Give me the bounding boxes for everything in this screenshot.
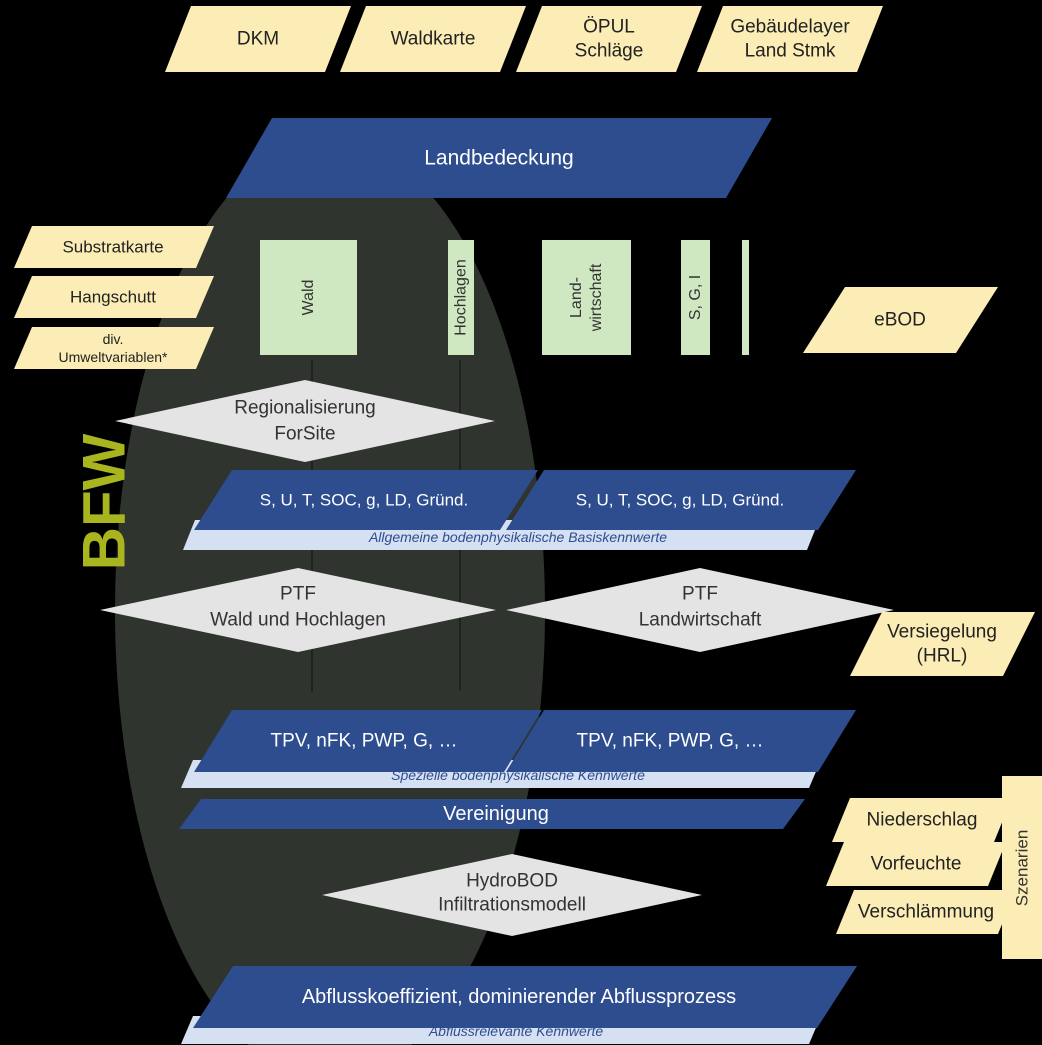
- speziell-left-box: [194, 710, 542, 772]
- input-ebod-label: eBOD: [874, 310, 926, 331]
- bfw-logo: BFW: [71, 433, 138, 570]
- input-top-1-label-line-1: DKM: [237, 29, 279, 50]
- regionalisierung-label-line-2: ForSite: [274, 424, 335, 445]
- input-top-4: [697, 6, 883, 72]
- input-scenario-2: [826, 842, 1006, 886]
- basis-right-label: S, U, T, SOC, g, LD, Gründ.: [576, 491, 784, 510]
- regionalisierung-label-line-1: Regionalisierung: [234, 398, 376, 419]
- vereinigung-box: [179, 799, 805, 829]
- input-top-4-label-line-2: Land Stmk: [745, 41, 836, 62]
- landclass-4-label-1: S, G, I: [687, 275, 704, 320]
- basis-left-box: [194, 470, 538, 530]
- input-scenario-3: [836, 890, 1016, 934]
- speziell-right-label: TPV, nFK, PWP, G, …: [577, 731, 764, 752]
- landclass-4: [681, 240, 710, 355]
- input-left-1: [14, 226, 214, 268]
- input-top-3-label-line-2: Schläge: [575, 41, 644, 62]
- hydrobod-label-line-2: Infiltrationsmodell: [438, 895, 586, 916]
- szenarien-bar: [1002, 776, 1042, 959]
- landclass-1: [260, 240, 357, 355]
- ptf-land-label-line-2: Landwirtschaft: [639, 610, 762, 631]
- speziell-left-label: TPV, nFK, PWP, G, …: [271, 731, 458, 752]
- landclass-3-label-2: wirtschaft: [588, 263, 605, 332]
- hydrobod-diamond: [322, 854, 702, 936]
- input-top-2-label-line-1: Waldkarte: [391, 29, 476, 50]
- input-scenario-1: [832, 798, 1012, 842]
- input-left-1-label-line-1: Substratkarte: [62, 238, 163, 257]
- vereinigung-label: Vereinigung: [443, 803, 549, 825]
- input-versiegelung-label-line-1: Versiegelung: [887, 622, 997, 643]
- input-top-3-label-line-1: ÖPUL: [583, 17, 635, 38]
- input-left-2-label-line-1: Hangschutt: [70, 288, 156, 307]
- abfluss-box: [193, 966, 857, 1028]
- input-left-2: [14, 276, 214, 318]
- landbedeckung-label: Landbedeckung: [424, 147, 573, 170]
- landclass-3: [542, 240, 631, 355]
- basis-right-box: [506, 470, 856, 530]
- basis-left-label: S, U, T, SOC, g, LD, Gründ.: [260, 491, 468, 510]
- ptf-wald-label-line-2: Wald und Hochlagen: [210, 610, 386, 631]
- landclass-2: [448, 240, 474, 355]
- input-scenario-3-label-line-1: Verschlämmung: [858, 902, 994, 923]
- szenarien-label: Szenarien: [1013, 830, 1032, 907]
- input-left-3-label-line-2: Umweltvariablen*: [59, 349, 168, 365]
- input-top-4-label-line-1: Gebäudelayer: [730, 17, 850, 38]
- landclass-5: [742, 240, 749, 355]
- input-versiegelung: [850, 612, 1035, 676]
- input-top-2: [340, 6, 526, 72]
- abfluss-label: Abflusskoeffizient, dominierender Abflus…: [302, 986, 736, 1008]
- ptf-wald-diamond: [100, 568, 496, 652]
- ptf-wald-label-line-1: PTF: [280, 584, 316, 605]
- hydrobod-label-line-1: HydroBOD: [466, 871, 558, 892]
- input-top-1: [165, 6, 351, 72]
- input-left-3: [14, 327, 214, 369]
- input-top-3: [516, 6, 702, 72]
- speziell-right-box: [506, 710, 856, 772]
- landclass-3-label-1: Land-: [568, 277, 585, 318]
- input-ebod: [803, 287, 998, 353]
- regionalisierung-diamond: [115, 380, 495, 462]
- input-scenario-2-label-line-1: Vorfeuchte: [871, 854, 962, 875]
- speziell-caption-label: Spezielle bodenphysikalische Kennwerte: [391, 767, 645, 783]
- input-left-3-label-line-1: div.: [103, 331, 124, 347]
- basis-caption-label: Allgemeine bodenphysikalische Basiskennw…: [368, 529, 667, 545]
- ptf-land-label-line-1: PTF: [682, 584, 718, 605]
- landclass-1-label-1: Wald: [300, 280, 317, 316]
- landbedeckung-box: [226, 118, 772, 198]
- input-versiegelung-label-line-2: (HRL): [917, 646, 968, 667]
- abfluss-caption-label: Abflussrelevante Kennwerte: [428, 1023, 604, 1039]
- ptf-land-diamond: [506, 568, 894, 652]
- landclass-2-label-1: Hochlagen: [453, 259, 470, 336]
- input-scenario-1-label-line-1: Niederschlag: [867, 810, 978, 831]
